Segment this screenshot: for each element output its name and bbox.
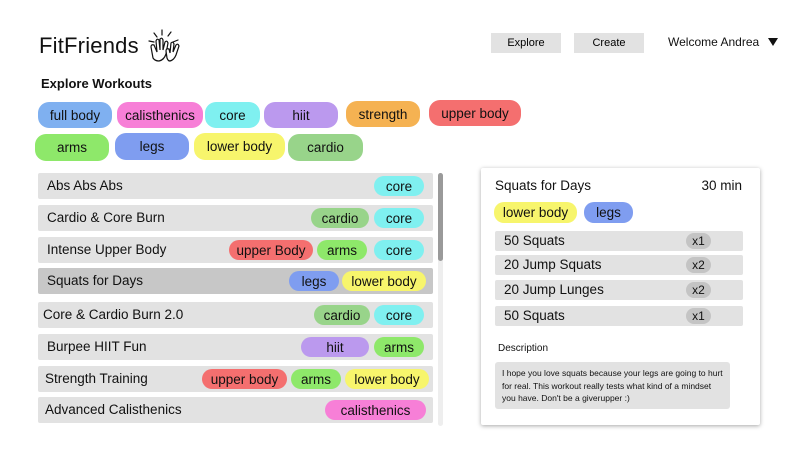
workout-row[interactable]: Strength Training upper body arms lower … xyxy=(38,366,433,392)
detail-tag: lower body xyxy=(494,202,577,223)
scroll-thumb[interactable] xyxy=(438,173,443,261)
clapping-hands-icon xyxy=(148,29,180,62)
workout-row-selected[interactable]: Squats for Days legs lower body xyxy=(38,268,433,294)
workout-tag: lower body xyxy=(342,271,426,291)
workout-tag: hiit xyxy=(301,337,369,357)
workout-list: Abs Abs Abs core Cardio & Core Burn card… xyxy=(38,172,433,424)
workout-tag: legs xyxy=(289,271,339,291)
workout-tag: arms xyxy=(374,337,424,357)
detail-duration: 30 min xyxy=(701,178,742,193)
workout-tag: upper body xyxy=(202,369,287,389)
exercise-row: 50 Squats x1 xyxy=(495,306,743,326)
workout-tag: cardio xyxy=(314,305,370,325)
tag-calisthenics[interactable]: calisthenics xyxy=(117,102,203,128)
description-text: I hope you love squats because your legs… xyxy=(495,362,730,409)
exercise-name: 20 Jump Squats xyxy=(504,257,602,272)
workout-row[interactable]: Advanced Calisthenics calisthenics xyxy=(38,397,433,423)
welcome-text: Welcome Andrea xyxy=(668,35,760,49)
logo-text: FitFriends xyxy=(39,33,139,58)
exercise-name: 50 Squats xyxy=(504,233,565,248)
tag-lower-body[interactable]: lower body xyxy=(194,133,285,160)
workout-row[interactable]: Burpee HIIT Fun hiit arms xyxy=(38,334,433,360)
workout-tag: core xyxy=(374,208,424,228)
workout-title: Abs Abs Abs xyxy=(47,178,123,193)
tag-upper-body[interactable]: upper body xyxy=(429,100,521,126)
workout-tag: core xyxy=(374,240,424,260)
description-label: Description xyxy=(498,343,549,354)
detail-title: Squats for Days xyxy=(495,178,592,193)
workout-title: Core & Cardio Burn 2.0 xyxy=(43,307,184,322)
workout-title: Advanced Calisthenics xyxy=(45,402,182,417)
exercise-count: x1 xyxy=(686,308,711,324)
workout-tag: upper Body xyxy=(229,240,313,260)
exercise-count: x2 xyxy=(686,282,711,298)
detail-tag: legs xyxy=(584,202,633,223)
tag-legs[interactable]: legs xyxy=(115,133,189,160)
workout-tag: arms xyxy=(291,369,341,389)
explore-button[interactable]: Explore xyxy=(491,33,561,53)
workout-title: Cardio & Core Burn xyxy=(47,210,165,225)
exercise-row: 20 Jump Lunges x2 xyxy=(495,280,743,300)
workout-tag: calisthenics xyxy=(325,400,426,420)
exercise-count: x2 xyxy=(686,257,711,273)
workout-title: Intense Upper Body xyxy=(47,242,167,257)
exercise-row: 50 Squats x1 xyxy=(495,231,743,251)
workout-tag: core xyxy=(374,176,424,196)
workout-row[interactable]: Intense Upper Body upper Body arms core xyxy=(38,237,433,263)
workout-list-scrollbar[interactable] xyxy=(438,173,443,426)
caret-down-icon xyxy=(768,38,779,46)
workout-detail-card: Squats for Days 30 min lower body legs 5… xyxy=(481,168,760,425)
exercise-name: 20 Jump Lunges xyxy=(504,282,604,297)
tag-full-body[interactable]: full body xyxy=(38,102,112,128)
workout-row[interactable]: Abs Abs Abs core xyxy=(38,173,433,199)
workout-tag: lower body xyxy=(345,369,429,389)
workout-title: Squats for Days xyxy=(47,273,144,288)
workout-tag: cardio xyxy=(311,208,369,228)
workout-title: Strength Training xyxy=(45,371,148,386)
tag-strength[interactable]: strength xyxy=(346,101,420,127)
section-title: Explore Workouts xyxy=(41,76,153,91)
tag-core[interactable]: core xyxy=(205,102,260,128)
exercise-row: 20 Jump Squats x2 xyxy=(495,255,743,275)
workout-tag: arms xyxy=(317,240,367,260)
logo[interactable]: FitFriends xyxy=(39,28,183,64)
workout-row[interactable]: Core & Cardio Burn 2.0 cardio core xyxy=(38,302,433,328)
create-button[interactable]: Create xyxy=(574,33,644,53)
workout-title: Burpee HIIT Fun xyxy=(47,339,147,354)
tag-arms[interactable]: arms xyxy=(35,134,109,161)
tag-cardio[interactable]: cardio xyxy=(288,134,363,161)
tag-hiit[interactable]: hiit xyxy=(264,102,338,128)
user-menu[interactable]: Welcome Andrea xyxy=(668,35,779,49)
workout-row[interactable]: Cardio & Core Burn cardio core xyxy=(38,205,433,231)
workout-tag: core xyxy=(374,305,424,325)
exercise-count: x1 xyxy=(686,233,711,249)
exercise-name: 50 Squats xyxy=(504,308,565,323)
